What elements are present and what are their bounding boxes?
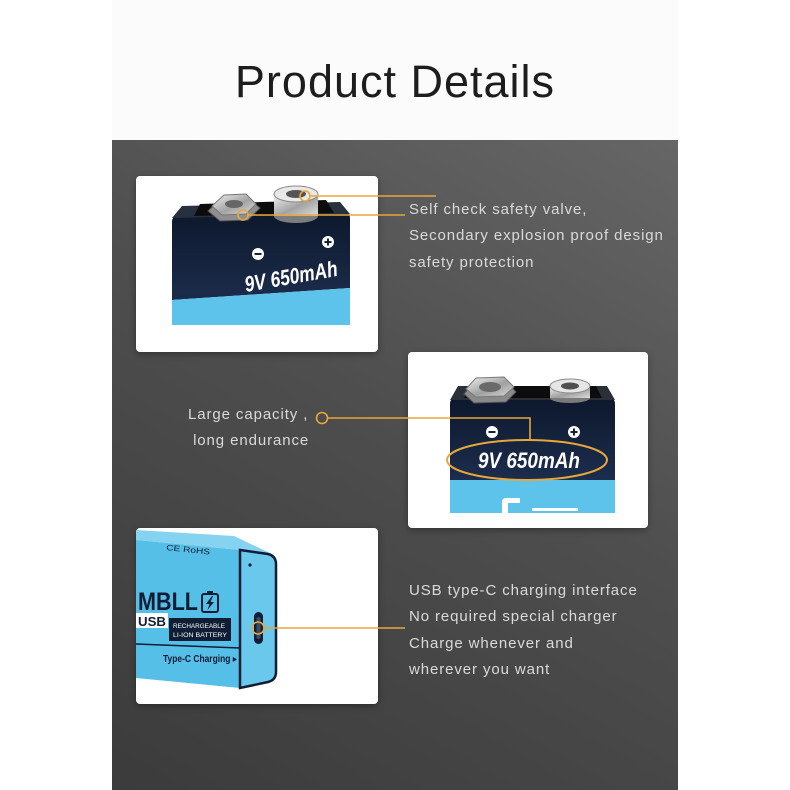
- minus-icon: [486, 426, 498, 438]
- battery-brand-label: MBLL: [138, 588, 198, 616]
- terminal-hole: [286, 190, 306, 198]
- feature-text-charging: USB type-C charging interface No require…: [409, 578, 638, 683]
- feature-safety-line: Secondary explosion proof design: [409, 227, 664, 245]
- feature-charging-line: No required special charger: [409, 608, 618, 626]
- battery-front-view: 9V 650mAh: [450, 376, 615, 513]
- feature-text-safety: Self check safety valve, Secondary explo…: [409, 197, 664, 276]
- battery-charge-icon: [201, 591, 219, 613]
- battery-top-face: [136, 530, 272, 554]
- logo-mark-shape: [502, 498, 520, 513]
- rechargeable-label: RECHARGEABLE: [173, 623, 226, 630]
- charge-icon-cap: [207, 591, 213, 594]
- plus-icon: [322, 236, 334, 248]
- negative-terminal: [463, 376, 517, 404]
- feature-card-usb-c: CE RoHS MBLL USB RECHARGEABLE LI-ION BAT…: [136, 528, 378, 704]
- usb-c-port-icon: [254, 612, 263, 644]
- terminal-hole: [225, 200, 243, 208]
- feature-safety-line: safety protection: [409, 253, 535, 271]
- battery-band-blue: [450, 480, 615, 513]
- usb-c-port-inner: [256, 617, 261, 639]
- feature-card-safety-valve: 9V 650mAh: [136, 176, 378, 352]
- type-c-charging-label: Type-C Charging ▸: [163, 654, 237, 665]
- battery-side-view: CE RoHS MBLL USB RECHARGEABLE LI-ION BAT…: [136, 530, 278, 690]
- usb-label: USB: [138, 614, 166, 629]
- positive-terminal: [549, 378, 591, 403]
- usb-label-box: [136, 613, 168, 628]
- feature-text-capacity: Large capacity , long endurance: [188, 402, 309, 455]
- terminal-hole: [561, 382, 579, 390]
- header-band: [112, 0, 678, 140]
- feature-charging-line: Charge whenever and: [409, 634, 574, 652]
- minus-icon: [252, 248, 264, 260]
- logo-mark-bar: [532, 508, 578, 511]
- feature-capacity-line: Large capacity ,: [188, 406, 309, 423]
- battery-top-view: 9V 650mAh: [172, 185, 350, 325]
- feature-charging-line: USB type-C charging interface: [409, 582, 638, 599]
- chemistry-label-box: [169, 618, 231, 641]
- battery-logo-mark: [502, 498, 578, 513]
- feature-card-capacity: 9V 650mAh: [408, 352, 648, 528]
- plus-icon: [568, 426, 580, 438]
- battery-side-face: [136, 540, 240, 688]
- battery-capacity-label: 9V 650mAh: [478, 448, 580, 473]
- positive-terminal: [273, 185, 319, 223]
- charge-icon-bolt: [206, 596, 214, 610]
- feature-capacity-line: long endurance: [188, 432, 310, 450]
- label-divider: [136, 643, 241, 649]
- battery-band-blue: [172, 288, 350, 325]
- page-title: Product Details: [234, 56, 556, 107]
- end-face-indicator-dot: [248, 563, 252, 567]
- feature-charging-line: wherever you want: [409, 660, 551, 678]
- chemistry-label: LI-ION BATTERY: [173, 632, 228, 639]
- terminal-hole: [479, 382, 501, 392]
- feature-safety-line: Self check safety valve,: [409, 201, 588, 218]
